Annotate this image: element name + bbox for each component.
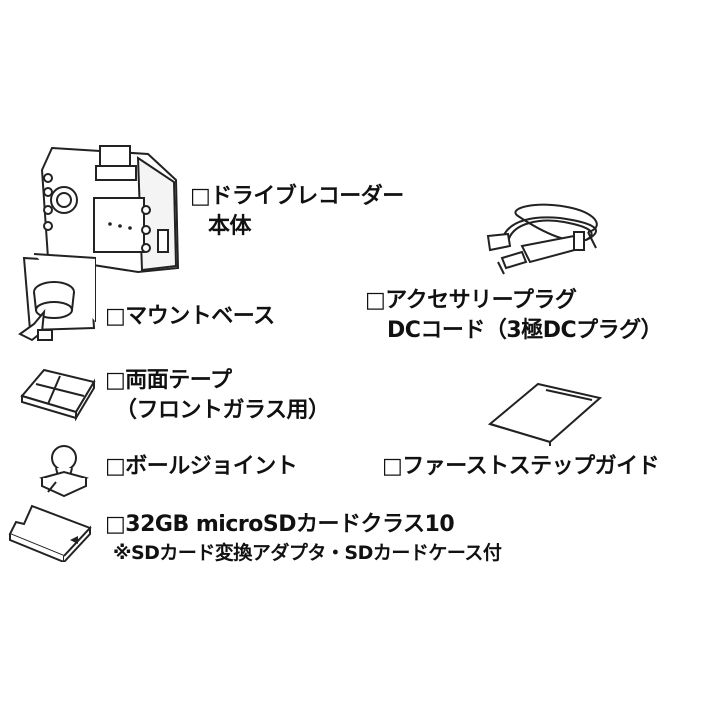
tape-icon: [14, 366, 100, 424]
tape-label-line2: （フロントガラス用）: [115, 398, 330, 423]
tape-label: □両面テープ （フロントガラス用）: [105, 366, 330, 426]
joint-label-line1: □ボールジョイント: [105, 454, 298, 479]
guide-label-line1: □ファーストステップガイド: [382, 454, 660, 479]
sdcard-label-line1: □32GB microSDカードクラス10: [105, 512, 455, 537]
sd-card-icon: [6, 500, 96, 562]
recorder-label: □ドライブレコーダー 本体: [190, 182, 404, 242]
cable-icon: [478, 188, 610, 280]
sdcard-label-line2: ※SDカード変換アダプタ・SDカードケース付: [113, 542, 502, 564]
joint-label: □ボールジョイント: [105, 452, 298, 482]
dashcam-icon: [38, 140, 183, 280]
mount-label: □マウントベース: [105, 302, 275, 332]
plug-label: □アクセサリープラグ DCコード（3極DCプラグ）: [365, 286, 663, 346]
plug-label-line2: DCコード（3極DCプラグ）: [387, 318, 663, 343]
mount-label-line1: □マウントベース: [105, 304, 275, 329]
sdcard-label: □32GB microSDカードクラス10 ※SDカード変換アダプタ・SDカード…: [105, 510, 502, 566]
recorder-label-line2: 本体: [208, 214, 252, 239]
tape-label-line1: □両面テープ: [105, 368, 232, 393]
mount-base-icon: [10, 252, 96, 348]
recorder-label-line1: □ドライブレコーダー: [190, 184, 404, 209]
ball-joint-icon: [34, 444, 92, 498]
plug-label-line1: □アクセサリープラグ: [365, 288, 577, 313]
guide-label: □ファーストステップガイド: [382, 452, 660, 482]
guide-booklet-icon: [488, 380, 604, 446]
